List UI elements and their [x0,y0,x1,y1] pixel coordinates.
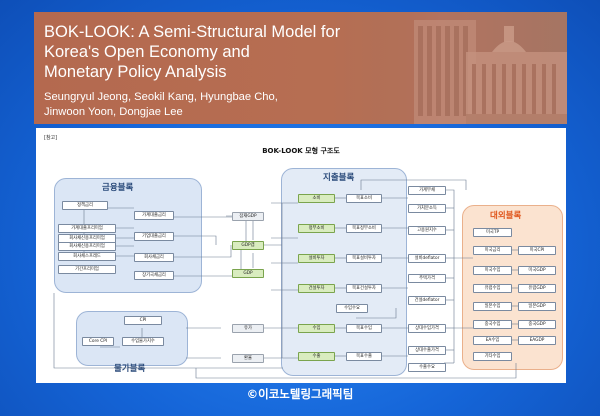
node-gov-consumption: 정부소비 [298,224,335,233]
node-cpi: CPI [124,316,162,325]
node-corp-bond-spread: 회사채신용프리미엄 [58,242,116,251]
diagram-title: BOK-LOOK 모형 구조도 [262,147,340,155]
node-other-import: 기타수입 [473,352,512,361]
demand-block-title: 지출블록 [323,173,355,183]
node-core-cpi: Core CPI [82,337,114,346]
price-block-title: 물가블록 [114,364,146,374]
node-facility-deflator: 설비deflator [408,254,446,263]
authors-line-1: Seungryul Jeong, Seokil Kang, Hyungbae C… [44,91,278,103]
node-oil: 유가 [232,324,264,333]
node-us-tp: 미국TP [473,228,512,237]
node-target-construction: 목표건설투자 [346,284,382,293]
node-target-consumption: 목표소비 [346,194,382,203]
node-target-gov: 목표정부소비 [346,224,382,233]
node-eu-import: 유럽수입 [473,284,512,293]
node-imports: 수입 [298,324,335,333]
node-facility-inv: 설비투자 [298,254,335,263]
node-gdp-gap: GDP갭 [232,241,264,250]
bank-building-illustration [374,12,567,124]
node-construction-deflator: 건설deflator [408,296,446,305]
node-rel-export-price: 상대수출가격 [408,346,446,355]
node-cn-import: 중국수입 [473,320,512,329]
node-fx: 환율 [232,354,264,363]
graphic-credit: ©이코노텔링그래픽팀 [246,387,354,401]
node-ea-import: EA수입 [473,336,512,345]
node-jp-gdp: 일본GDP [518,302,556,311]
node-corp-bond-rate: 회사채금리 [134,253,174,262]
node-import-price: 수입물가지수 [122,337,164,346]
node-bond-term: 회사채스프레드 [58,252,116,261]
node-export-demand: 수출수요 [408,363,446,372]
node-hh-loan-rate: 가계대출금리 [134,211,174,220]
finance-block-title: 금융블록 [102,183,134,193]
node-term-premium: 기간프리미엄 [58,265,116,274]
node-employment: 고용원지수 [408,226,446,235]
node-exports: 수출 [298,352,335,361]
node-hh-wealth: 가처분소득 [408,204,446,213]
model-diagram-panel: [참고] BOK-LOOK 모형 구조도 금융블록 지출블록 대외블록 물가블록 [36,128,566,383]
node-potential-gdp: 잠재GDP [232,212,264,221]
node-target-exports: 목표수출 [346,352,382,361]
node-gdp: GDP [232,269,264,278]
node-policy-rate: 정책금리 [62,201,108,210]
node-long-bond-rate: 장기국채금리 [134,271,174,280]
node-us-import: 미국수입 [473,266,512,275]
node-household-spread: 가계대출프리미엄 [58,224,116,233]
paper-title-line-3: Monetary Policy Analysis [44,63,227,81]
paper-title-line-1: BOK-LOOK: A Semi-Structural Model for [44,23,341,41]
node-import-demand: 수입수요 [336,304,368,313]
node-eagdp: EAGDP [518,336,556,345]
authors-line-2: Jinwoon Yoon, Dongjae Lee [44,106,183,118]
paper-title-line-2: Korea's Open Economy and [44,43,250,61]
node-us-gdp: 미국GDP [518,266,556,275]
node-us-cpi: 미국CPI [518,246,556,255]
node-us-rate: 미국금리 [473,246,512,255]
external-block-title: 대외블록 [490,211,522,221]
node-construction-inv: 건설투자 [298,284,335,293]
reference-label: [참고] [44,135,58,141]
node-target-facility: 목표설비투자 [346,254,382,263]
node-rel-import-price: 상대수입가격 [408,324,446,333]
node-house-price: 주택가격 [408,274,446,283]
node-corp-loan-rate: 기업대출금리 [134,232,174,241]
node-hh-debt: 가계부채 [408,186,446,195]
node-jp-import: 일본수입 [473,302,512,311]
node-consumption: 소비 [298,194,335,203]
title-banner: BOK-LOOK: A Semi-Structural Model for Ko… [34,12,567,124]
node-eu-gdp: 유럽GDP [518,284,556,293]
node-target-imports: 목표수입 [346,324,382,333]
node-cn-gdp: 중국GDP [518,320,556,329]
